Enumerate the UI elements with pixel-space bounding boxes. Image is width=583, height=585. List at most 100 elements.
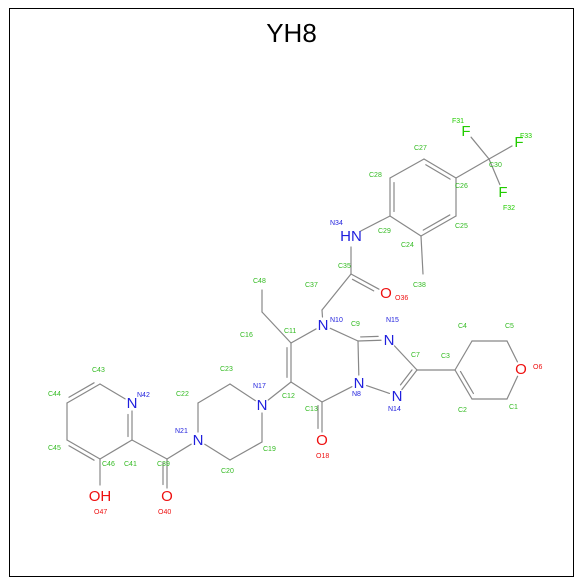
bond-c3-c2 [459, 370, 475, 395]
atom-label-o18: O18 [316, 453, 329, 460]
bond-c9-n10 [329, 327, 359, 342]
bond-c12-c13 [290, 381, 323, 403]
bond-o6-c5 [506, 340, 519, 363]
atom-symbol-n21: N [193, 432, 204, 449]
bond-n8-c9 [357, 340, 360, 376]
bond-c4-c3 [454, 340, 473, 371]
atom-label-c48: C48 [253, 278, 266, 285]
bond-n14-n8 [365, 384, 391, 395]
atom-label-n42: N42 [137, 392, 150, 399]
bond-c25-c24 [422, 214, 451, 231]
atom-label-c22: C22 [176, 391, 189, 398]
bond-c12-n17 [267, 381, 292, 401]
bond-n10-c11 [290, 328, 317, 344]
bond-n15-c7 [393, 345, 418, 371]
atom-symbol-n42: N [127, 395, 138, 412]
atom-label-f32: F32 [503, 205, 515, 212]
bond-c24-c38 [420, 235, 424, 275]
atom-label-o40: O40 [158, 509, 171, 516]
atom-label-c28: C28 [369, 172, 382, 179]
diagram-title: YH8 [266, 18, 317, 48]
atom-label-c1: C1 [509, 404, 518, 411]
bond-c9-n15 [357, 339, 382, 342]
bond-c25-c24 [420, 215, 457, 237]
atom-label-n34: N34 [330, 220, 343, 227]
bond-n21-c20 [204, 443, 231, 461]
atom-label-c46: C46 [102, 461, 115, 468]
atom-label-c43: C43 [92, 367, 105, 374]
atom-label-c5: C5 [505, 323, 514, 330]
atom-label-o6: O6 [533, 364, 542, 371]
atom-label-f33: F33 [520, 133, 532, 140]
atom-label-c13: C13 [305, 406, 318, 413]
atom-label-c26: C26 [455, 183, 468, 190]
bond-c30-f31 [470, 136, 490, 160]
bond-c30-f33 [488, 145, 513, 160]
atom-symbol-o36: O [380, 285, 392, 302]
atom-label-c9: C9 [351, 321, 360, 328]
atom-symbol-o6: O [515, 361, 527, 378]
atom-symbol-n17: N [257, 397, 268, 414]
bond-c35-o36 [351, 278, 375, 292]
atom-label-c3: C3 [441, 353, 450, 360]
atom-symbol-f32: F [498, 184, 507, 201]
bond-c37-c35 [321, 273, 352, 311]
atom-label-c39: C39 [157, 461, 170, 468]
atom-label-c23: C23 [220, 366, 233, 373]
atom-label-n14: N14 [388, 406, 401, 413]
atom-label-c45: C45 [48, 445, 61, 452]
bond-n34-c29 [360, 215, 391, 232]
bond-c7-n14 [401, 369, 418, 391]
atom-symbol-n8: N [354, 375, 365, 392]
atom-label-c44: C44 [48, 391, 61, 398]
atom-label-c16: C16 [240, 332, 253, 339]
atom-symbol-f31: F [461, 123, 470, 140]
atom-label-c25: C25 [455, 223, 468, 230]
bond-c39-c41 [131, 439, 168, 460]
bond-c13-n8 [321, 386, 353, 403]
bond-c30-f32 [488, 158, 501, 186]
bond-c3-c2 [454, 369, 473, 400]
atom-label-c27: C27 [414, 145, 427, 152]
atom-symbol-o47: OH [89, 488, 112, 505]
atom-label-o36: O36 [395, 295, 408, 302]
diagram-frame [9, 8, 574, 577]
bond-n42-c43 [99, 383, 126, 400]
atom-label-c19: C19 [263, 446, 276, 453]
atom-label-c7: C7 [411, 352, 420, 359]
bond-c11-c16 [261, 311, 292, 344]
bond-c27-c26 [423, 158, 457, 179]
bond-c26-c30 [455, 158, 490, 179]
atom-symbol-n15: N [384, 332, 395, 349]
bond-c43-c44 [66, 383, 101, 404]
bond-c9-n15 [360, 335, 379, 338]
atom-label-n15: N15 [386, 317, 399, 324]
atom-label-c29: C29 [378, 228, 391, 235]
bond-c27-c26 [425, 164, 451, 180]
bond-c7-n14 [399, 369, 413, 386]
bond-c1-o6 [506, 375, 519, 400]
atom-label-c24: C24 [401, 242, 414, 249]
atom-label-f31: F31 [452, 118, 464, 125]
bond-n17-c23 [229, 383, 256, 402]
bond-n21-c39 [166, 443, 192, 460]
atom-label-n8: N8 [352, 391, 361, 398]
atom-symbol-o18: O [316, 432, 328, 449]
atom-label-c30: C30 [489, 162, 502, 169]
atom-label-n21: N21 [175, 428, 188, 435]
atom-symbol-n10: N [318, 317, 329, 334]
atom-label-c35: C35 [338, 263, 351, 270]
atom-label-c4: C4 [458, 323, 467, 330]
atom-label-n17: N17 [253, 383, 266, 390]
bond-c23-c22 [197, 383, 231, 404]
bond-layer [66, 136, 519, 489]
atom-label-c11: C11 [284, 328, 296, 335]
bond-c45-c46 [66, 439, 101, 460]
bond-c45-c46 [68, 445, 95, 461]
bond-c20-c19 [229, 441, 263, 461]
atom-symbol-n14: N [392, 388, 403, 405]
atom-symbol-n34: HN [340, 228, 362, 245]
